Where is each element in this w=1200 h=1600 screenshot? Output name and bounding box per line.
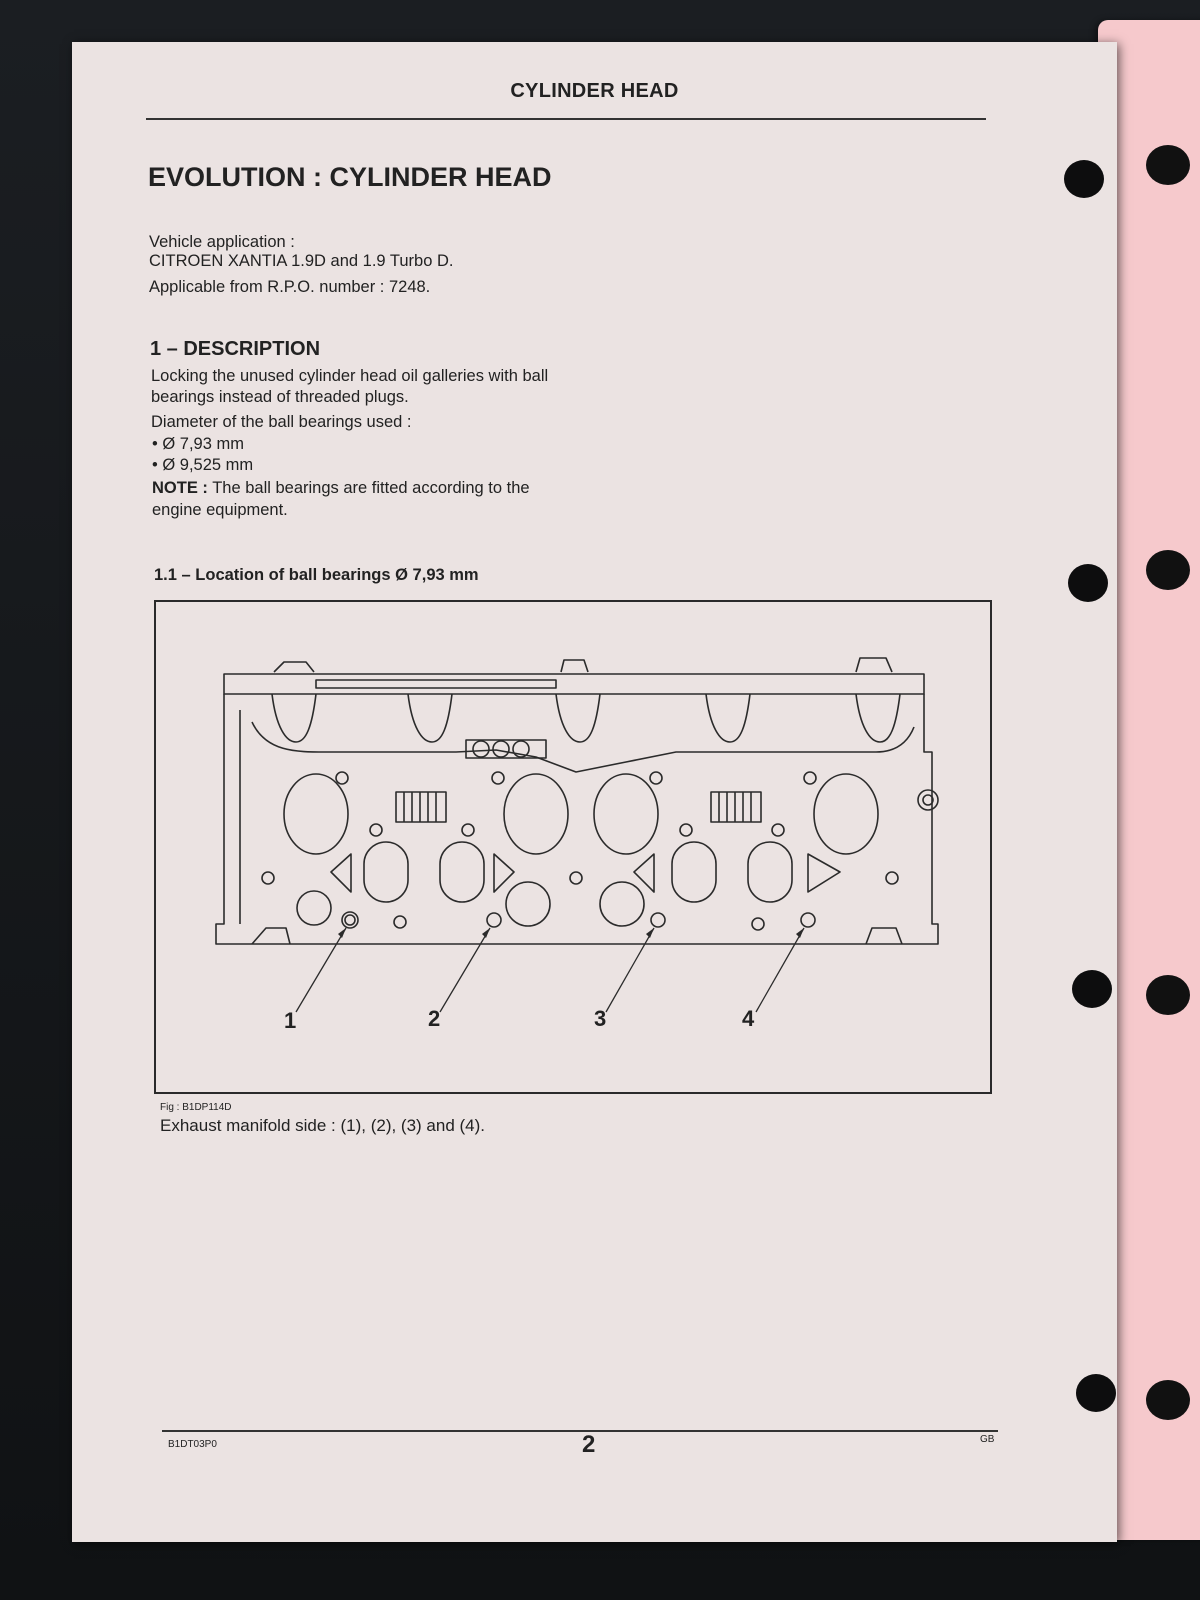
callout-1: 1: [284, 1008, 297, 1033]
punch-hole-icon: [1072, 970, 1112, 1008]
page-title: EVOLUTION : CYLINDER HEAD: [148, 162, 552, 192]
callout-2: 2: [428, 1006, 441, 1031]
note-label: NOTE :: [152, 479, 208, 497]
section-heading-description: 1 – DESCRIPTION: [150, 338, 321, 360]
diameter-label: Diameter of the ball bearings used :: [151, 413, 412, 431]
document-page: CYLINDER HEAD EVOLUTION : CYLINDER HEAD …: [72, 42, 1117, 1542]
applicable-from: Applicable from R.P.O. number : 7248.: [149, 278, 431, 296]
page-number: 2: [582, 1431, 596, 1458]
bullet-item: • Ø 7,93 mm: [152, 435, 244, 453]
punch-hole-icon: [1146, 1380, 1190, 1420]
punch-hole-icon: [1064, 160, 1104, 198]
note-line-2: engine equipment.: [152, 501, 288, 519]
cylinder-head-diagram: [215, 657, 939, 1013]
punch-hole-icon: [1146, 550, 1190, 590]
vehicle-model: CITROEN XANTIA 1.9D and 1.9 Turbo D.: [149, 252, 454, 270]
footer-lang: GB: [980, 1434, 995, 1445]
header-rule: [146, 118, 986, 120]
punch-hole-icon: [1146, 145, 1190, 185]
description-text-line-1: Locking the unused cylinder head oil gal…: [151, 367, 549, 385]
figure-code: Fig : B1DP114D: [160, 1102, 232, 1113]
bullet-item: • Ø 9,525 mm: [152, 456, 254, 474]
punch-hole-icon: [1068, 564, 1108, 602]
figure-caption: Exhaust manifold side : (1), (2), (3) an…: [160, 1116, 486, 1135]
callout-3: 3: [594, 1006, 607, 1031]
vehicle-application-label: Vehicle application :: [149, 233, 295, 251]
callout-4: 4: [742, 1006, 755, 1031]
subsection-heading: 1.1 – Location of ball bearings Ø 7,93 m…: [154, 566, 479, 584]
footer-doc-ref: B1DT03P0: [168, 1439, 217, 1450]
figure-frame: 1 2 3 4: [154, 600, 992, 1094]
description-text-line-2: bearings instead of threaded plugs.: [151, 388, 409, 406]
note-line-1: NOTE : The ball bearings are fitted acco…: [152, 478, 530, 499]
note-text: The ball bearings are fitted according t…: [207, 479, 530, 497]
punch-hole-icon: [1146, 975, 1190, 1015]
punch-hole-icon: [1076, 1374, 1116, 1412]
footer-rule: [162, 1430, 998, 1432]
header-title: CYLINDER HEAD: [510, 80, 679, 102]
